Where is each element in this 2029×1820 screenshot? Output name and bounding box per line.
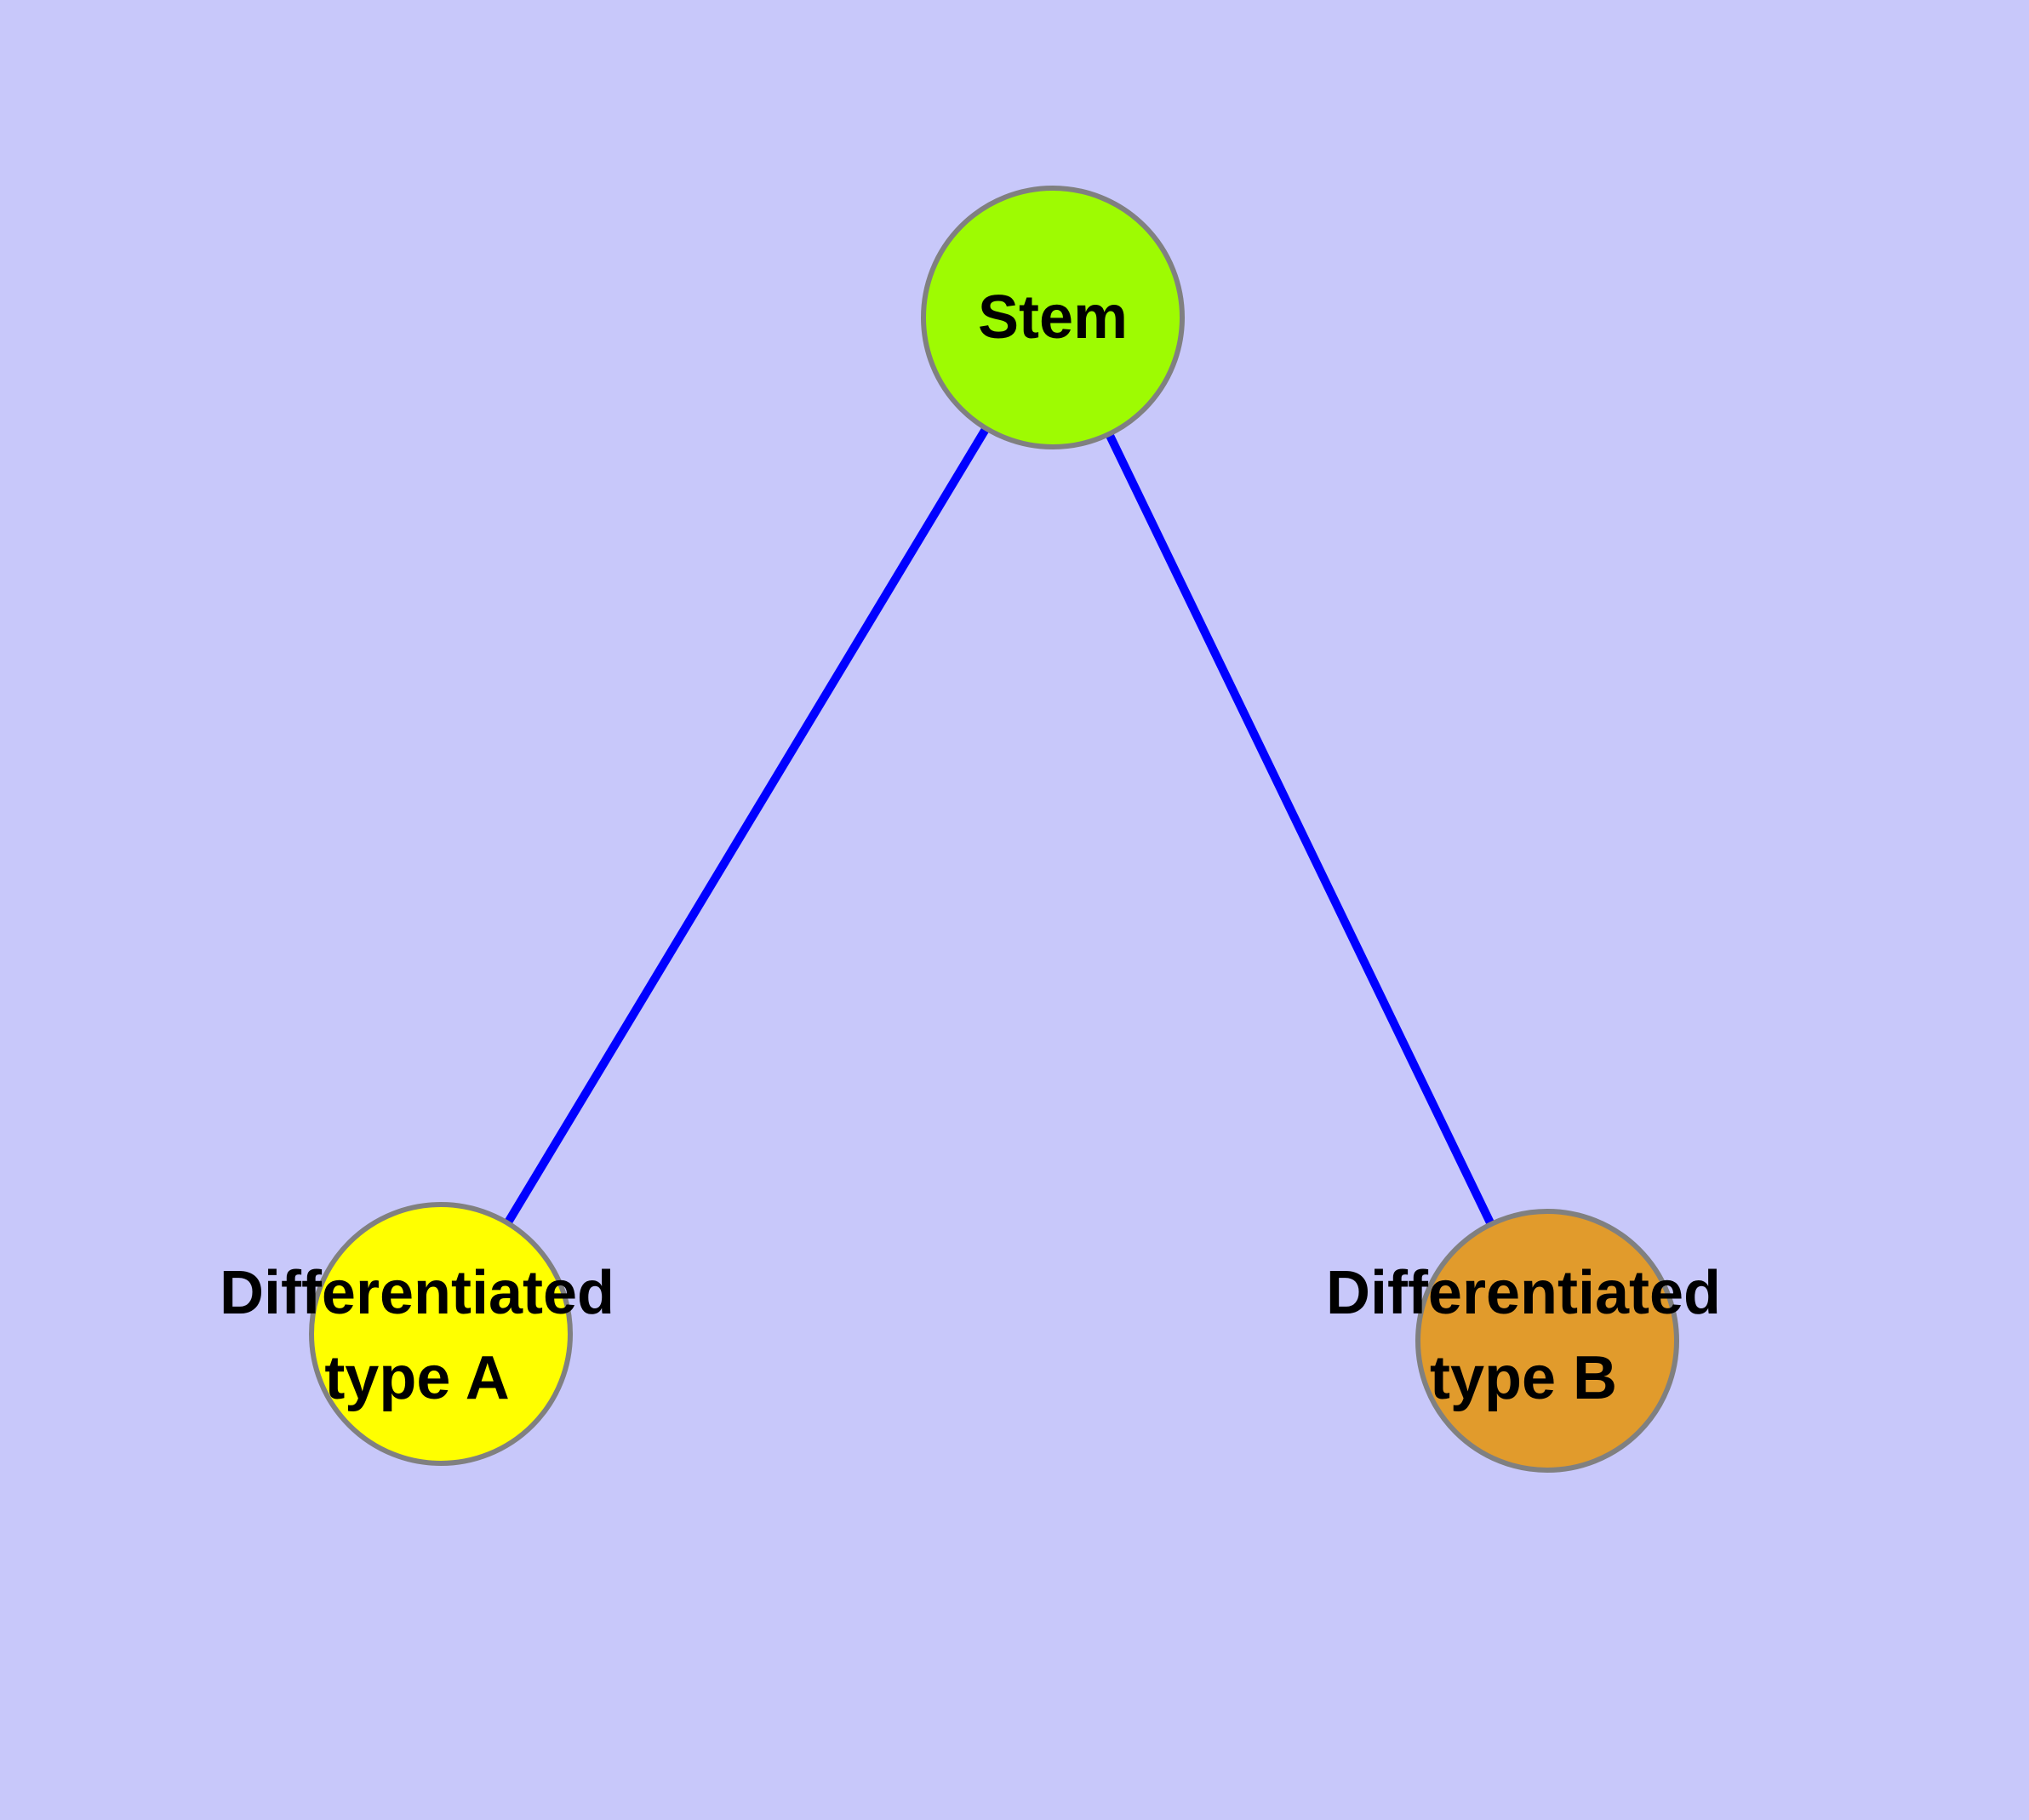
- node-differentiated-type-b[interactable]: [1415, 1209, 1679, 1473]
- node-label-line: type B: [1430, 1344, 1617, 1412]
- node-label-differentiated-type-a: Differentiated type A: [220, 1259, 614, 1412]
- edge-stem-to-type-a: [437, 315, 1057, 1336]
- node-label-line: Stem: [978, 283, 1128, 352]
- node-stem[interactable]: [921, 186, 1185, 449]
- node-differentiated-type-a[interactable]: [309, 1202, 573, 1466]
- node-label-differentiated-type-b: Differentiated type B: [1326, 1259, 1721, 1412]
- node-label-stem: Stem: [978, 283, 1128, 352]
- node-label-line: type A: [324, 1344, 509, 1412]
- node-label-line: Differentiated: [220, 1259, 614, 1327]
- node-label-line: Differentiated: [1326, 1259, 1721, 1327]
- edges-layer: [437, 315, 1552, 1343]
- nodes-layer: [309, 186, 1679, 1473]
- edge-stem-to-type-b: [1049, 315, 1552, 1343]
